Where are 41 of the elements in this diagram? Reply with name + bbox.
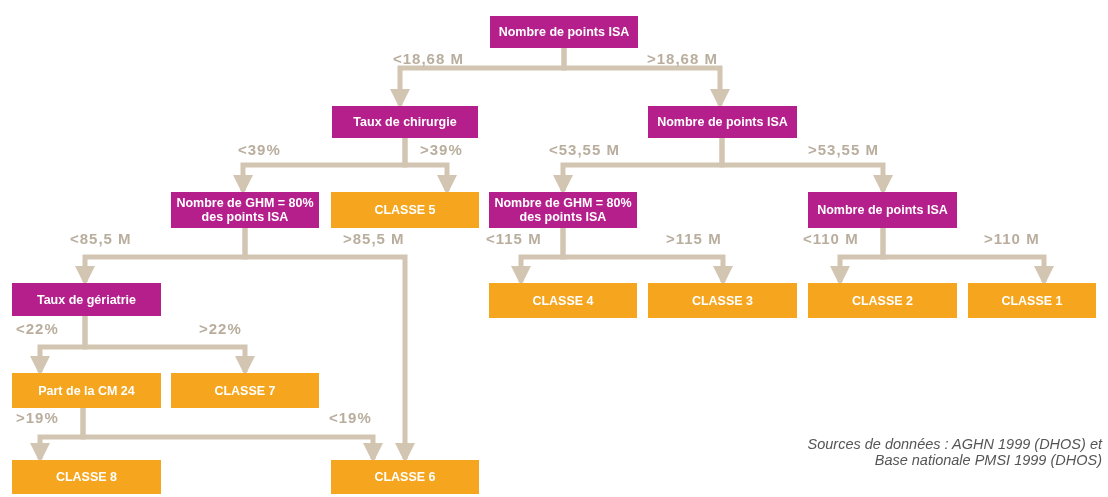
edge-label: <110 M bbox=[803, 230, 859, 247]
edge-label: <39% bbox=[238, 141, 281, 158]
class-box: CLASSE 3 bbox=[648, 283, 797, 318]
decision-box: Nombre de points ISA bbox=[490, 16, 638, 48]
edge-label: >18,68 M bbox=[647, 50, 718, 67]
edge-label: >22% bbox=[199, 320, 242, 337]
edge-label: >19% bbox=[16, 409, 59, 426]
decision-box: Nombre de GHM = 80% des points ISA bbox=[171, 192, 319, 228]
class-box: CLASSE 6 bbox=[331, 460, 479, 494]
class-box: CLASSE 2 bbox=[808, 283, 957, 318]
source-note: Sources de données : AGHN 1999 (DHOS) et Base nationale PMSI 1999 (DHOS) bbox=[806, 436, 1102, 468]
edge-label: <53,55 M bbox=[549, 141, 620, 158]
edge-label: >85,5 M bbox=[343, 230, 405, 247]
edge-label: >39% bbox=[420, 141, 463, 158]
decision-box: Nombre de points ISA bbox=[808, 192, 957, 228]
edge-label: <22% bbox=[16, 320, 59, 337]
edge-label: <18,68 M bbox=[393, 50, 464, 67]
class-box: CLASSE 7 bbox=[171, 373, 319, 408]
class-box: CLASSE 8 bbox=[12, 460, 161, 494]
class-box: CLASSE 1 bbox=[968, 283, 1096, 318]
edge-label: >53,55 M bbox=[808, 141, 879, 158]
class-box: Part de la CM 24 bbox=[12, 373, 161, 408]
arrow bbox=[82, 316, 255, 376]
class-box: CLASSE 4 bbox=[489, 283, 637, 318]
edge-label: >110 M bbox=[984, 230, 1040, 247]
decision-box: Taux de chirurgie bbox=[332, 106, 478, 138]
edge-label: >115 M bbox=[666, 230, 722, 247]
arrow bbox=[561, 48, 730, 109]
arrow bbox=[80, 408, 383, 463]
decision-box: Nombre de points ISA bbox=[648, 106, 797, 138]
decision-box: Nombre de GHM = 80% des points ISA bbox=[489, 192, 637, 228]
arrow bbox=[880, 228, 1054, 286]
edge-label: <85,5 M bbox=[70, 230, 132, 247]
class-box: CLASSE 5 bbox=[331, 192, 479, 228]
arrow bbox=[719, 138, 893, 195]
arrow bbox=[242, 228, 415, 463]
edge-label: <19% bbox=[329, 409, 372, 426]
arrow bbox=[560, 228, 733, 286]
edge-label: <115 M bbox=[486, 230, 542, 247]
decision-box: Taux de gériatrie bbox=[12, 283, 161, 316]
arrow bbox=[402, 138, 457, 195]
